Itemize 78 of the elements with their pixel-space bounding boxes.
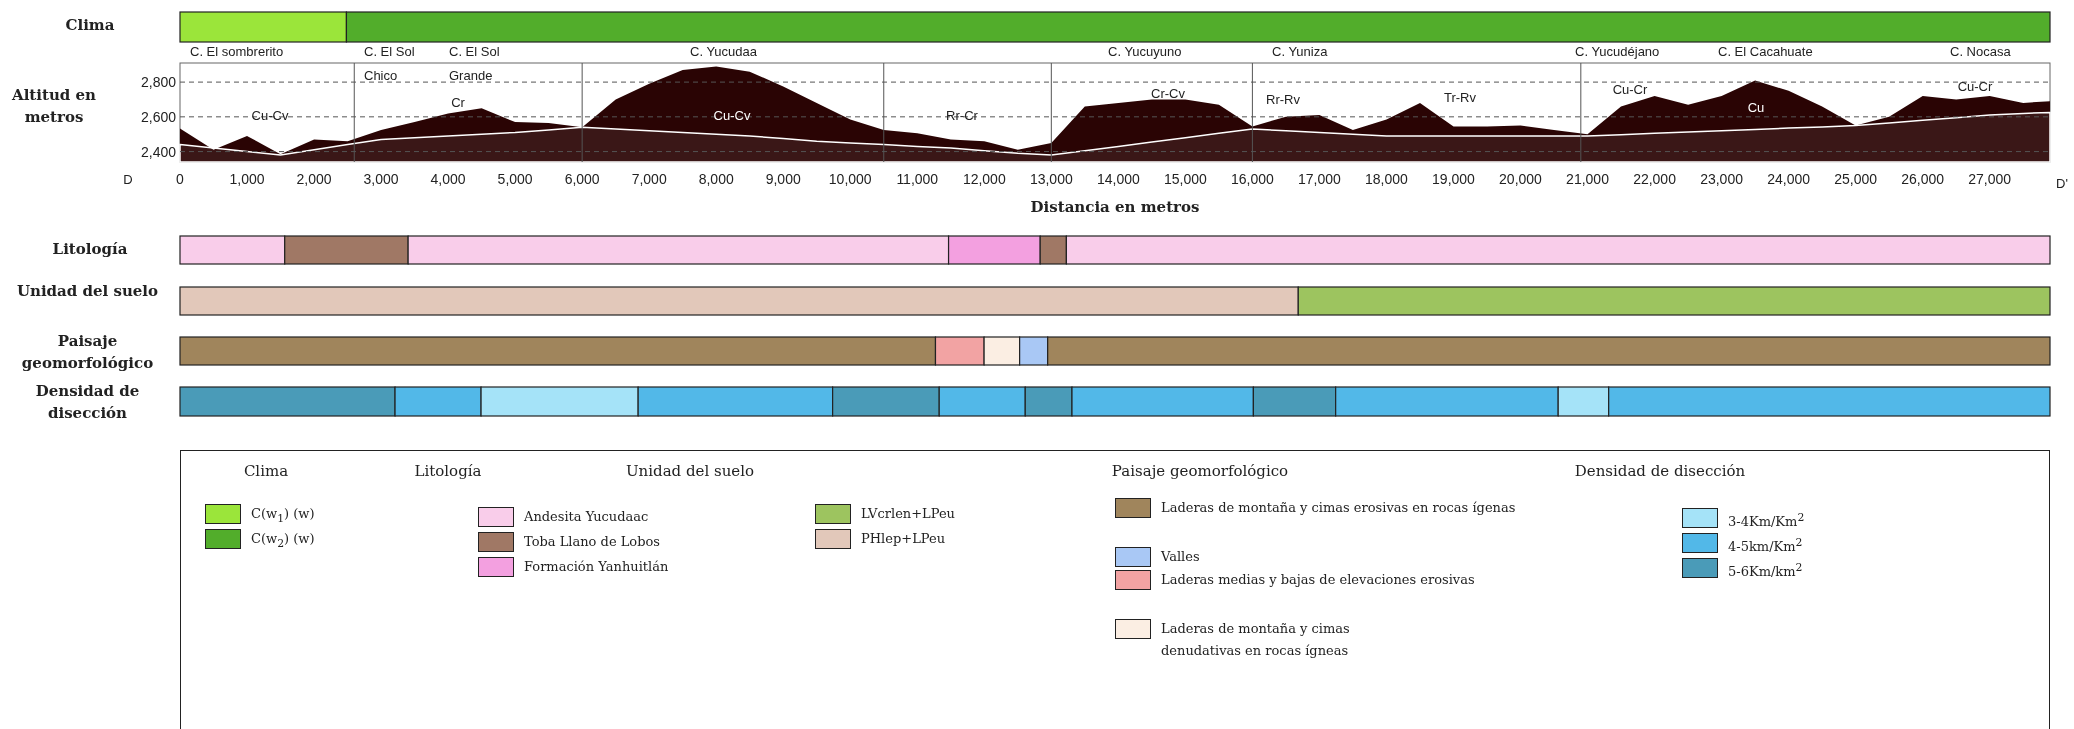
terrain-code: Rr-Rv [1266, 92, 1300, 107]
legend-heading: Clima [243, 462, 289, 480]
tick-label: 17,000 [1298, 171, 1341, 187]
terrain-code: Cr-Cv [1151, 86, 1185, 101]
tick-label: 6,000 [564, 171, 600, 187]
legend-text: LVcrlen+LPeu [861, 505, 956, 523]
legend-heading: Paisaje geomorfológico [1111, 462, 1289, 480]
tick-label: 0 [176, 171, 184, 187]
tick-label: 11,000 [896, 171, 939, 187]
terrain-code: Cu-Cr [1612, 82, 1648, 97]
tick-label: 20,000 [1499, 171, 1542, 187]
row-label: Clima [64, 15, 116, 36]
tick-label: 25,000 [1834, 171, 1878, 187]
tick-label: 2,600 [140, 108, 176, 125]
legend-text: Formación Yanhuitlán [524, 558, 670, 576]
peak-name: C. El sombrerito [190, 43, 284, 61]
peak-name: C. El Sol Grande [449, 43, 501, 85]
legend-text: 4-5km/Km$^{2}$ [1728, 535, 1804, 557]
tick-label: 27,000 [1968, 171, 2012, 187]
legend-text: 5-6Km/km$^{2}$ [1728, 560, 1804, 582]
tick-label: 26,000 [1901, 171, 1945, 187]
tick-label: 1,000 [229, 171, 265, 187]
terrain-code: Cu-Cr [1957, 79, 1993, 94]
legend-text: Toba Llano de Lobos [524, 533, 661, 551]
legend-text: Laderas de montaña y cimas denudativas en rocas ígneas [1161, 620, 1351, 660]
terrain-code: Cu-Cv [713, 108, 751, 123]
peak-name: C. El Sol Chico [364, 43, 416, 85]
tick-label: 21,000 [1566, 171, 1609, 187]
terrain-code: Cu [1747, 100, 1765, 115]
tick-label: 8,000 [698, 171, 734, 187]
peak-name: C. Yucudéjano [1575, 43, 1660, 61]
tick-label: 2,800 [140, 74, 176, 91]
tick-label: 9,000 [765, 171, 801, 187]
row-label: Densidad de disección [34, 381, 141, 424]
tick-label: 2,400 [140, 143, 176, 160]
tick-label: 18,000 [1365, 171, 1408, 187]
tick-label: 22,000 [1633, 171, 1676, 187]
tick-label: 5,000 [497, 171, 533, 187]
terrain-code: D [123, 172, 133, 187]
legend-text: Laderas medias y bajas de elevaciones erosivas [1161, 571, 1476, 589]
row-label: Paisaje geomorfológico [20, 331, 155, 374]
legend-text: C(w$_{2}$) (w) [251, 530, 316, 552]
legend-text: Andesita Yucudaac [524, 508, 650, 526]
legend-text: Laderas de montaña y cimas erosivas en rocas ígenas [1161, 499, 1517, 517]
peak-name: C. El Cacahuate [1718, 43, 1813, 61]
legend-text: 3-4Km/Km$^{2}$ [1728, 510, 1806, 532]
peak-name: C. Yucuyuno [1108, 43, 1182, 61]
tick-label: 3,000 [363, 171, 399, 187]
tick-label: 15,000 [1163, 171, 1207, 187]
terrain-code: Tr-Rv [1444, 90, 1476, 105]
tick-label: 23,000 [1700, 171, 1743, 187]
tick-label: 4,000 [430, 171, 466, 187]
terrain-code: Rr-Cr [946, 108, 978, 123]
tick-label: 16,000 [1231, 171, 1274, 187]
terrain-code: D' [2056, 176, 2068, 191]
peak-name: C. Yuniza [1272, 43, 1328, 61]
legend-text: C(w$_{1}$) (w) [251, 505, 316, 527]
tick-label: 2,000 [296, 171, 332, 187]
legend-heading: Unidad del suelo [625, 462, 755, 480]
axis-title: Distancia en metros [1030, 197, 1200, 218]
legend-heading: Litología [414, 462, 482, 480]
tick-label: 7,000 [631, 171, 667, 187]
tick-label: 10,000 [828, 171, 872, 187]
terrain-code: Cr [451, 95, 465, 110]
peak-name: C. Nocasa [1950, 43, 2011, 61]
tick-label: 14,000 [1096, 171, 1140, 187]
peak-name: C. Yucudaa [690, 43, 757, 61]
row-label: Unidad del suelo [15, 281, 160, 302]
row-label: Litología [51, 239, 129, 260]
legend-text: Valles [1161, 548, 1201, 566]
axis-title: Altitud en metros [11, 85, 97, 128]
tick-label: 13,000 [1029, 171, 1073, 187]
terrain-code: Cu-Cv [251, 108, 289, 123]
tick-label: 19,000 [1432, 171, 1475, 187]
legend-heading: Densidad de disección [1574, 462, 1746, 480]
legend-text: PHlep+LPeu [861, 530, 946, 548]
tick-label: 24,000 [1767, 171, 1810, 187]
tick-label: 12,000 [962, 171, 1006, 187]
